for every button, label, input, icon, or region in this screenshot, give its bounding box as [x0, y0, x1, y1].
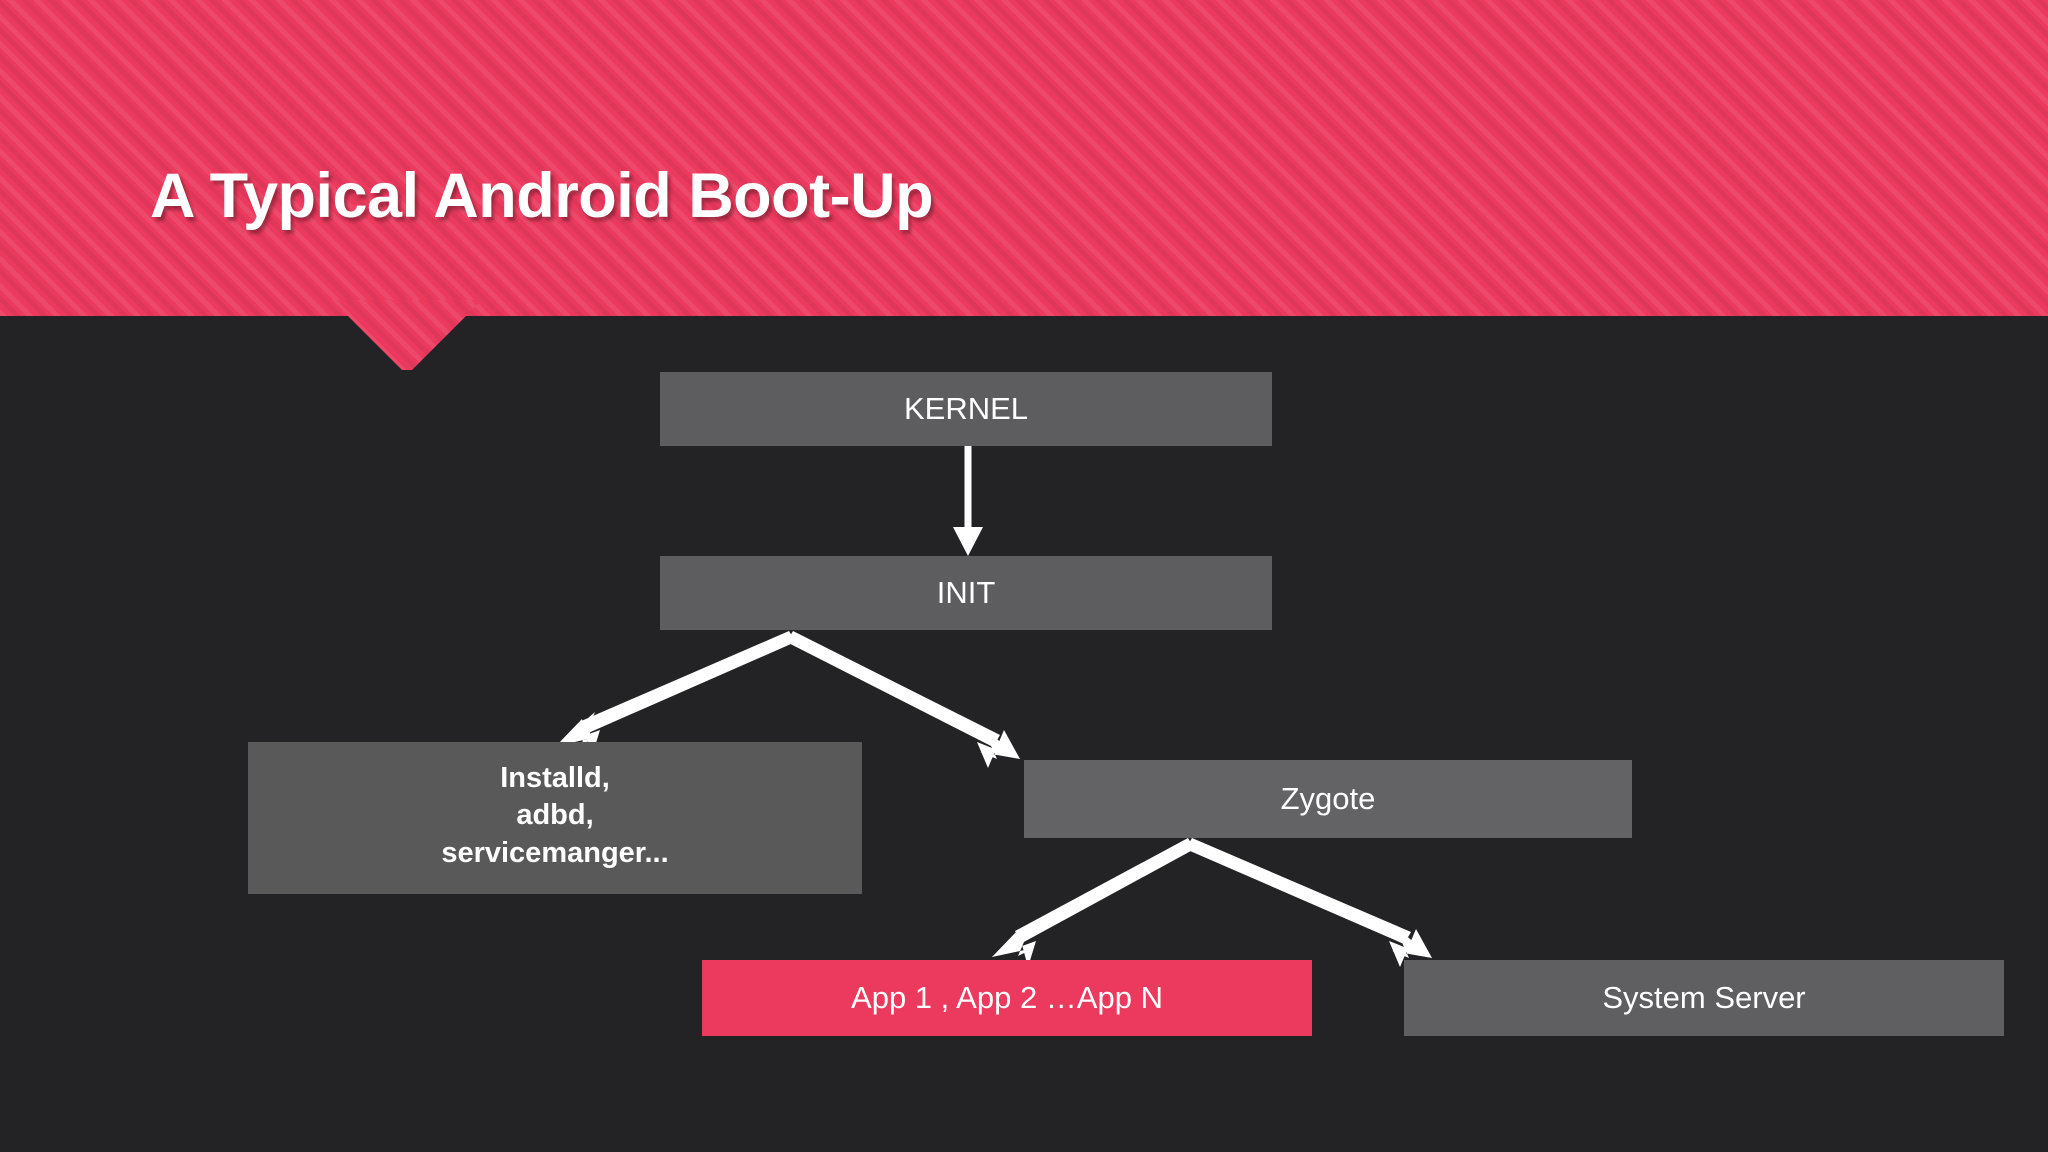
node-kernel-label: KERNEL	[903, 391, 1029, 427]
header-notch-pointer	[332, 300, 482, 372]
slide-header-band	[0, 0, 2048, 316]
node-init[interactable]: INIT	[660, 556, 1272, 630]
arrow-kernel-to-init	[953, 446, 983, 556]
arrow-zygote-to-apps	[992, 838, 1195, 967]
node-zygote-label: Zygote	[1280, 781, 1376, 817]
arrow-zygote-to-system-server	[1185, 838, 1432, 967]
node-apps-label: App 1 , App 2 …App N	[851, 980, 1163, 1016]
node-zygote[interactable]: Zygote	[1024, 760, 1632, 838]
node-system-server[interactable]: System Server	[1404, 960, 2004, 1036]
node-installd-line-2: adbd,	[516, 799, 594, 832]
node-init-label: INIT	[936, 575, 996, 611]
node-installd-label: Installd, adbd, servicemanger...	[441, 760, 668, 871]
node-apps[interactable]: App 1 , App 2 …App N	[702, 960, 1312, 1036]
node-installd-line-3: servicemanger...	[441, 836, 669, 869]
arrow-init-to-installd	[556, 631, 796, 756]
page-title: A Typical Android Boot-Up	[150, 161, 934, 231]
node-system-server-label: System Server	[1602, 980, 1806, 1016]
node-kernel[interactable]: KERNEL	[660, 372, 1272, 446]
node-installd[interactable]: Installd, adbd, servicemanger...	[248, 742, 862, 894]
node-installd-line-1: Installd,	[500, 762, 610, 795]
